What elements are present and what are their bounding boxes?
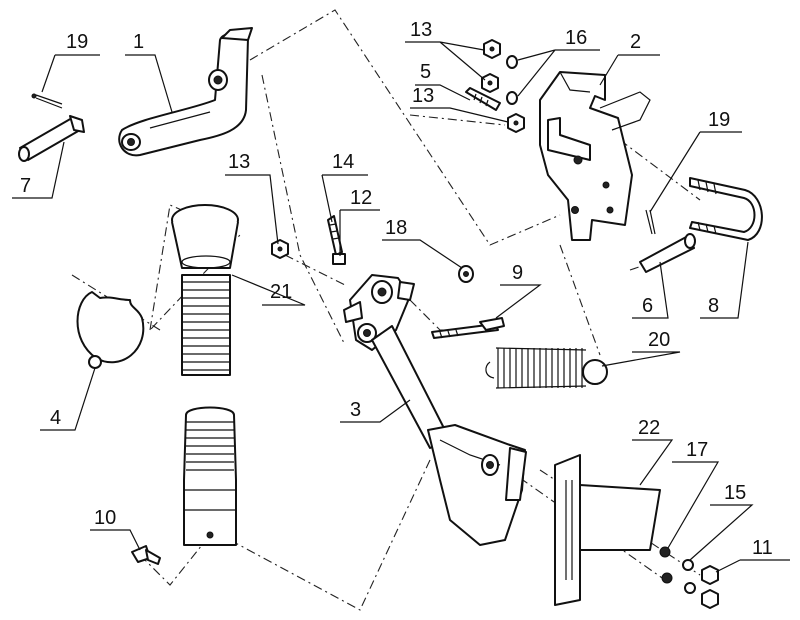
callout-4: 4	[50, 407, 61, 429]
part-13-nut-left	[271, 239, 289, 259]
callout-17: 17	[686, 439, 708, 461]
fasteners-top-right	[465, 39, 525, 133]
callout-8: 8	[708, 295, 719, 317]
part-4-clamp-ring	[76, 291, 145, 369]
callout-1: 1	[133, 31, 144, 53]
callout-2: 2	[630, 31, 641, 53]
callout-13-mid: 13	[412, 85, 434, 107]
part-8-u-bolt	[689, 177, 763, 241]
callout-13-left: 13	[228, 151, 250, 173]
callout-10: 10	[94, 507, 116, 529]
part-9-spring-rod	[431, 317, 505, 339]
fasteners-bottom-right	[659, 546, 719, 609]
callout-13-top: 13	[410, 19, 432, 41]
part-14-bolt	[327, 215, 343, 256]
part-6-pin	[639, 233, 696, 273]
callout-7: 7	[20, 175, 31, 197]
callout-19-right: 19	[708, 109, 730, 131]
callout-5: 5	[420, 61, 431, 83]
callout-labels: 19 1 7 13 16 2 5 13 19 14 12 13 18 21 9 …	[20, 19, 773, 559]
part-21-funnel-hose	[171, 204, 239, 546]
callout-19-left: 19	[66, 31, 88, 53]
part-10-bolt	[131, 545, 161, 565]
callout-18: 18	[385, 217, 407, 239]
part-3-arm-assembly	[343, 274, 527, 546]
callout-12: 12	[350, 187, 372, 209]
callout-11: 11	[752, 537, 773, 559]
part-19-cotter-pin-right	[645, 209, 656, 235]
callout-21: 21	[270, 281, 292, 303]
callout-14: 14	[332, 151, 354, 173]
part-19-cotter-pin-left	[31, 93, 63, 109]
part-7-pin	[18, 115, 85, 162]
part-18-washer	[458, 265, 474, 283]
part-2-bracket	[539, 71, 651, 241]
part-12-nut	[332, 253, 346, 265]
callout-20: 20	[648, 329, 670, 351]
callout-6: 6	[642, 295, 653, 317]
part-22-plate	[554, 454, 661, 606]
part-1-bent-arm	[118, 27, 253, 157]
callout-22: 22	[638, 417, 660, 439]
callout-16: 16	[565, 27, 587, 49]
callout-3: 3	[350, 399, 361, 421]
callout-9: 9	[512, 262, 523, 284]
callout-15: 15	[724, 482, 746, 504]
leader-lines	[12, 41, 790, 573]
part-20-spring	[485, 347, 608, 389]
